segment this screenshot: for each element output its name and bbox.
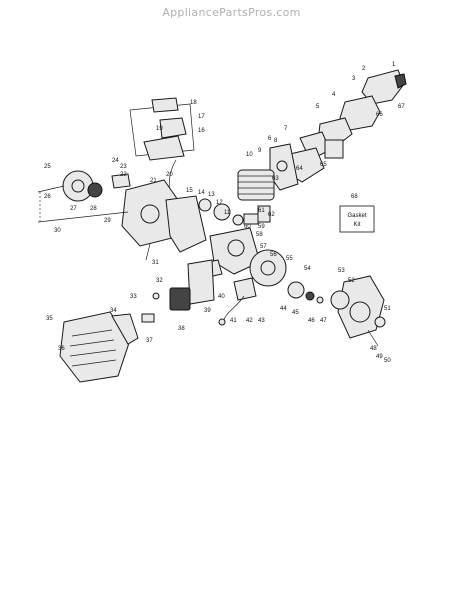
callout-24: 24	[112, 158, 119, 164]
callout-14: 14	[198, 190, 205, 196]
callout-51: 51	[384, 306, 391, 312]
callout-42: 42	[246, 318, 253, 324]
callout-65: 65	[320, 162, 327, 168]
part-crankcase	[121, 179, 207, 253]
gasket-kit-line2: Kit	[353, 222, 360, 228]
part-gear-housing	[330, 275, 386, 339]
callout-22: 22	[120, 172, 127, 178]
leader-lines	[37, 185, 379, 347]
callout-39: 39	[204, 308, 211, 314]
callout-38: 38	[178, 326, 185, 332]
callout-3: 3	[352, 76, 356, 82]
callout-11: 11	[224, 210, 231, 216]
callout-56: 56	[270, 252, 277, 258]
part-inset-box	[129, 97, 195, 161]
callout-60: 60	[244, 224, 251, 230]
part-flywheel	[249, 249, 324, 304]
callout-54: 54	[304, 266, 311, 272]
callout-29: 29	[104, 218, 111, 224]
callout-6: 6	[268, 136, 272, 142]
callout-5: 5	[316, 104, 320, 110]
callout-7: 7	[284, 126, 288, 132]
watermark: AppliancePartsPros.com	[162, 6, 301, 19]
callout-17: 17	[198, 114, 205, 120]
callout-59: 59	[258, 224, 265, 230]
part-cylinder	[237, 169, 275, 201]
callout-19: 19	[156, 126, 163, 132]
part-debris-guard	[59, 311, 139, 383]
callout-48: 48	[370, 346, 377, 352]
callout-45: 45	[292, 310, 299, 316]
callout-8: 8	[274, 138, 278, 144]
part-ignition-module	[218, 277, 257, 326]
part-top-cover	[299, 69, 407, 161]
callout-40: 40	[218, 294, 225, 300]
callout-27: 27	[70, 206, 77, 212]
callout-9: 9	[258, 148, 262, 154]
callout-25: 25	[44, 164, 51, 170]
callout-57: 57	[260, 244, 267, 250]
callout-26: 26	[44, 194, 51, 200]
callout-4: 4	[332, 92, 336, 98]
callout-61: 61	[258, 208, 265, 214]
callout-18: 18	[190, 100, 197, 106]
callout-58: 58	[256, 232, 263, 238]
callout-12: 12	[216, 200, 223, 206]
callout-62: 62	[268, 212, 275, 218]
callout-41: 41	[230, 318, 237, 324]
callout-32: 32	[156, 278, 163, 284]
part-crankshaft-group	[198, 198, 271, 226]
callout-64: 64	[296, 166, 303, 172]
callout-49: 49	[376, 354, 383, 360]
callout-55: 55	[286, 256, 293, 262]
callout-30: 30	[54, 228, 61, 234]
callout-13: 13	[208, 192, 215, 198]
callout-53: 53	[338, 268, 345, 274]
callout-16: 16	[198, 128, 205, 134]
callout-43: 43	[258, 318, 265, 324]
callout-44: 44	[280, 306, 287, 312]
callout-66: 66	[376, 112, 383, 118]
callout-63: 63	[272, 176, 279, 182]
gasket-kit-box: Gasket Kit 68	[339, 194, 375, 233]
callout-15: 15	[186, 188, 193, 194]
callout-46: 46	[308, 318, 315, 324]
callout-36: 36	[58, 346, 65, 352]
callout-50: 50	[384, 358, 391, 364]
callout-28: 28	[90, 206, 97, 212]
callout-33: 33	[130, 294, 137, 300]
callout-47: 47	[320, 318, 327, 324]
part-callouts: 1234567891011121314151617181920212223242…	[44, 62, 405, 364]
gasket-kit-number: 68	[351, 194, 358, 200]
callout-1: 1	[392, 62, 396, 68]
callout-10: 10	[246, 152, 253, 158]
part-handle-plate	[141, 259, 215, 323]
callout-23: 23	[120, 164, 127, 170]
callout-20: 20	[166, 172, 173, 178]
callout-31: 31	[152, 260, 159, 266]
callout-2: 2	[362, 66, 366, 72]
callout-52: 52	[348, 278, 355, 284]
callout-67: 67	[398, 104, 405, 110]
gasket-kit-line1: Gasket	[347, 213, 366, 219]
callout-35: 35	[46, 316, 53, 322]
callout-37: 37	[146, 338, 153, 344]
callout-21: 21	[150, 178, 157, 184]
callout-34: 34	[110, 308, 117, 314]
